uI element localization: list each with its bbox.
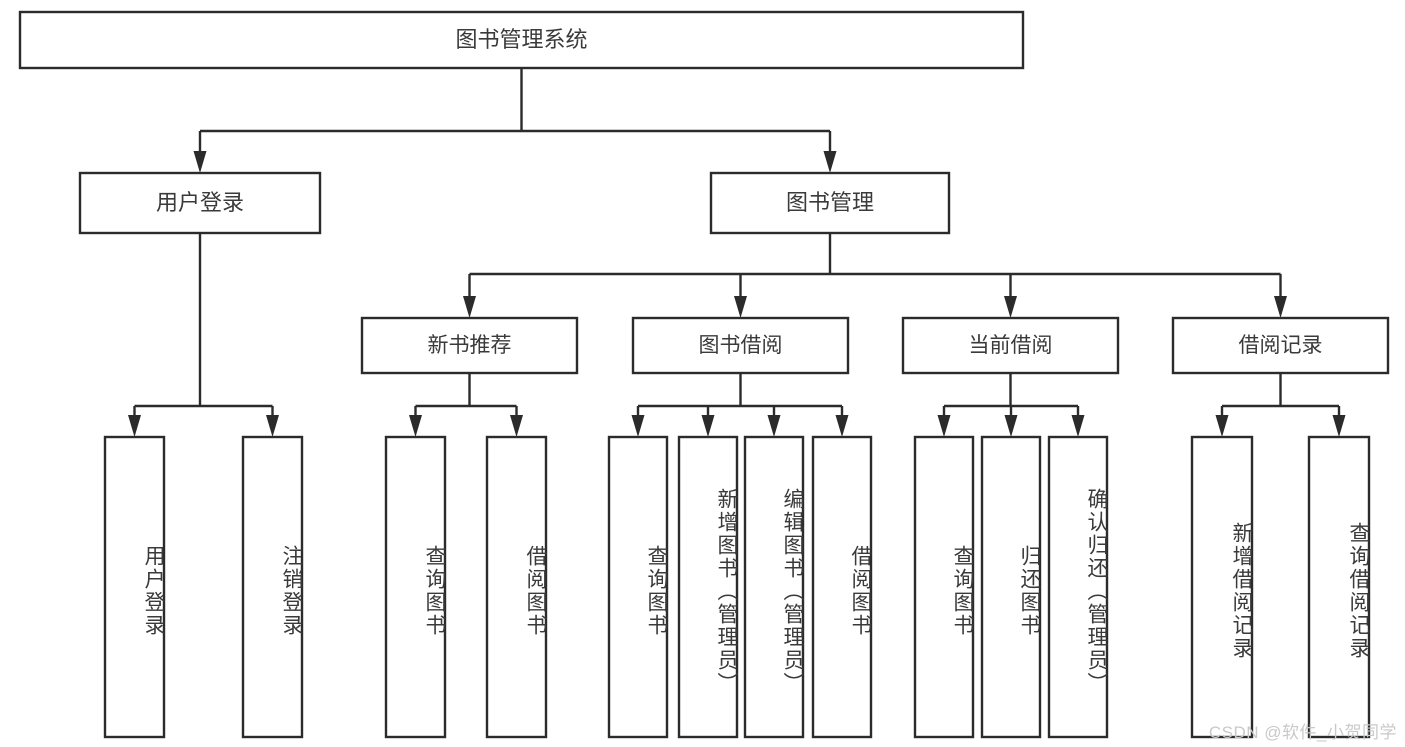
node-box-current-borrow [901, 316, 1120, 375]
node-leaf-borrow-book[interactable] [811, 435, 873, 739]
arrow-head-leaf-return-book [1004, 415, 1018, 437]
node-box-leaf-add-record [1190, 435, 1254, 739]
arrow-head-book-manage [823, 151, 837, 173]
node-book-manage[interactable]: 图书管理 [709, 171, 951, 235]
node-box-leaf-user-logout [241, 435, 304, 739]
node-leaf-borrow-book-rec[interactable] [485, 435, 548, 739]
arrow-head-current-borrow [1004, 296, 1017, 318]
node-label-root: 图书管理系统 [455, 27, 587, 52]
node-box-user-login [78, 171, 322, 235]
node-box-leaf-borrow-book-rec [485, 435, 548, 739]
arrow-head-leaf-user-logout [266, 415, 279, 437]
node-box-root [18, 10, 1025, 70]
node-leaf-return-book[interactable] [980, 435, 1042, 739]
arrow-head-user-login [193, 151, 207, 173]
node-box-book-manage [709, 171, 951, 235]
arrow-head-new-book-rec [463, 296, 476, 318]
node-label-book-borrow: 图书借阅 [699, 334, 783, 357]
node-leaf-user-logout[interactable] [241, 435, 304, 739]
node-leaf-add-book[interactable] [677, 435, 739, 739]
node-leaf-user-login[interactable] [103, 435, 166, 739]
node-box-leaf-borrow-book [811, 435, 873, 739]
node-label-borrow-record: 借阅记录 [1239, 334, 1323, 357]
node-leaf-query-book-rec[interactable] [384, 435, 447, 739]
arrow-head-book-borrow [734, 296, 747, 318]
node-label-new-book-rec: 新书推荐 [428, 334, 512, 357]
node-current-borrow[interactable]: 当前借阅 [901, 316, 1120, 375]
node-box-leaf-query-book-borrow [607, 435, 669, 739]
node-label-book-manage: 图书管理 [786, 190, 874, 215]
node-borrow-record[interactable]: 借阅记录 [1171, 316, 1390, 375]
node-box-leaf-add-book [677, 435, 739, 739]
arrow-head-leaf-query-record [1332, 415, 1346, 437]
node-box-leaf-edit-book [743, 435, 805, 739]
node-new-book-rec[interactable]: 新书推荐 [360, 316, 579, 375]
arrow-head-borrow-record [1274, 296, 1287, 318]
node-root[interactable]: 图书管理系统 [18, 10, 1025, 70]
node-leaf-query-book-cur[interactable] [913, 435, 975, 739]
arrow-head-leaf-add-record [1215, 415, 1229, 437]
node-box-new-book-rec [360, 316, 579, 375]
node-label-current-borrow: 当前借阅 [969, 334, 1053, 357]
arrow-head-leaf-borrow-book-rec [510, 415, 523, 437]
arrow-head-leaf-query-book-borrow [631, 415, 645, 437]
arrow-head-leaf-borrow-book [835, 415, 849, 437]
node-leaf-add-record[interactable] [1190, 435, 1254, 739]
node-user-login[interactable]: 用户登录 [78, 171, 322, 235]
node-leaf-query-record[interactable] [1307, 435, 1371, 739]
arrow-head-leaf-confirm-return [1071, 415, 1085, 437]
node-box-leaf-query-record [1307, 435, 1371, 739]
node-box-leaf-user-login [103, 435, 166, 739]
node-leaf-edit-book[interactable] [743, 435, 805, 739]
node-box-leaf-query-book-rec [384, 435, 447, 739]
arrow-head-leaf-add-book [701, 415, 715, 437]
arrow-head-leaf-user-login [128, 415, 141, 437]
arrow-head-leaf-query-book-rec [409, 415, 422, 437]
arrow-head-leaf-query-book-cur [937, 415, 951, 437]
node-leaf-query-book-borrow[interactable] [607, 435, 669, 739]
arrow-head-leaf-edit-book [767, 415, 781, 437]
node-label-user-login: 用户登录 [156, 190, 244, 215]
node-box-leaf-confirm-return [1047, 435, 1109, 739]
node-leaf-confirm-return[interactable] [1047, 435, 1109, 739]
node-box-book-borrow [631, 316, 850, 375]
node-box-borrow-record [1171, 316, 1390, 375]
node-box-leaf-query-book-cur [913, 435, 975, 739]
node-box-leaf-return-book [980, 435, 1042, 739]
watermark: CSDN @软件_小贺同学 [1208, 723, 1397, 742]
node-book-borrow[interactable]: 图书借阅 [631, 316, 850, 375]
